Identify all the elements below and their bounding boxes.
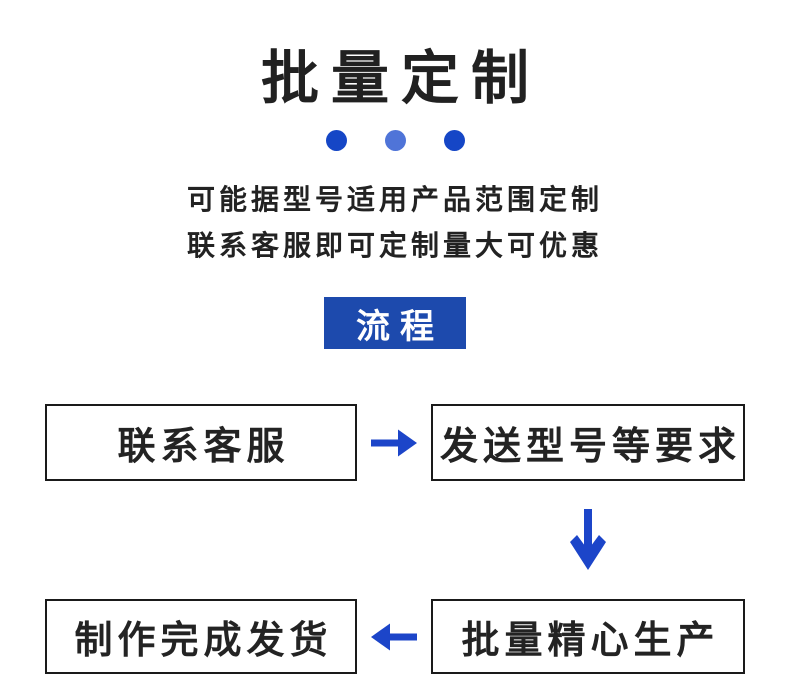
step-box-ship-finished: 制作完成发货: [45, 599, 357, 674]
step-box-send-requirements: 发送型号等要求: [431, 404, 745, 481]
subtitle-line-2: 联系客服即可定制量大可优惠: [186, 230, 603, 261]
process-flow: 联系客服 发送型号等要求 制作完成发货 批量精心生产: [45, 404, 745, 674]
dot-icon: [384, 130, 406, 151]
arrow-down-icon: [431, 481, 745, 599]
subtitle-line-1: 可能据型号适用产品范围定制: [186, 184, 603, 215]
title-dots: [0, 130, 790, 151]
step-box-batch-production: 批量精心生产: [431, 599, 745, 674]
arrow-right-icon: [357, 404, 431, 481]
arrow-left-icon: [357, 599, 431, 674]
process-badge: 流程: [324, 297, 466, 349]
page-title: 批量定制: [260, 46, 541, 111]
dot-icon: [443, 130, 465, 151]
dot-icon: [325, 130, 347, 151]
step-box-contact-service: 联系客服: [45, 404, 357, 481]
